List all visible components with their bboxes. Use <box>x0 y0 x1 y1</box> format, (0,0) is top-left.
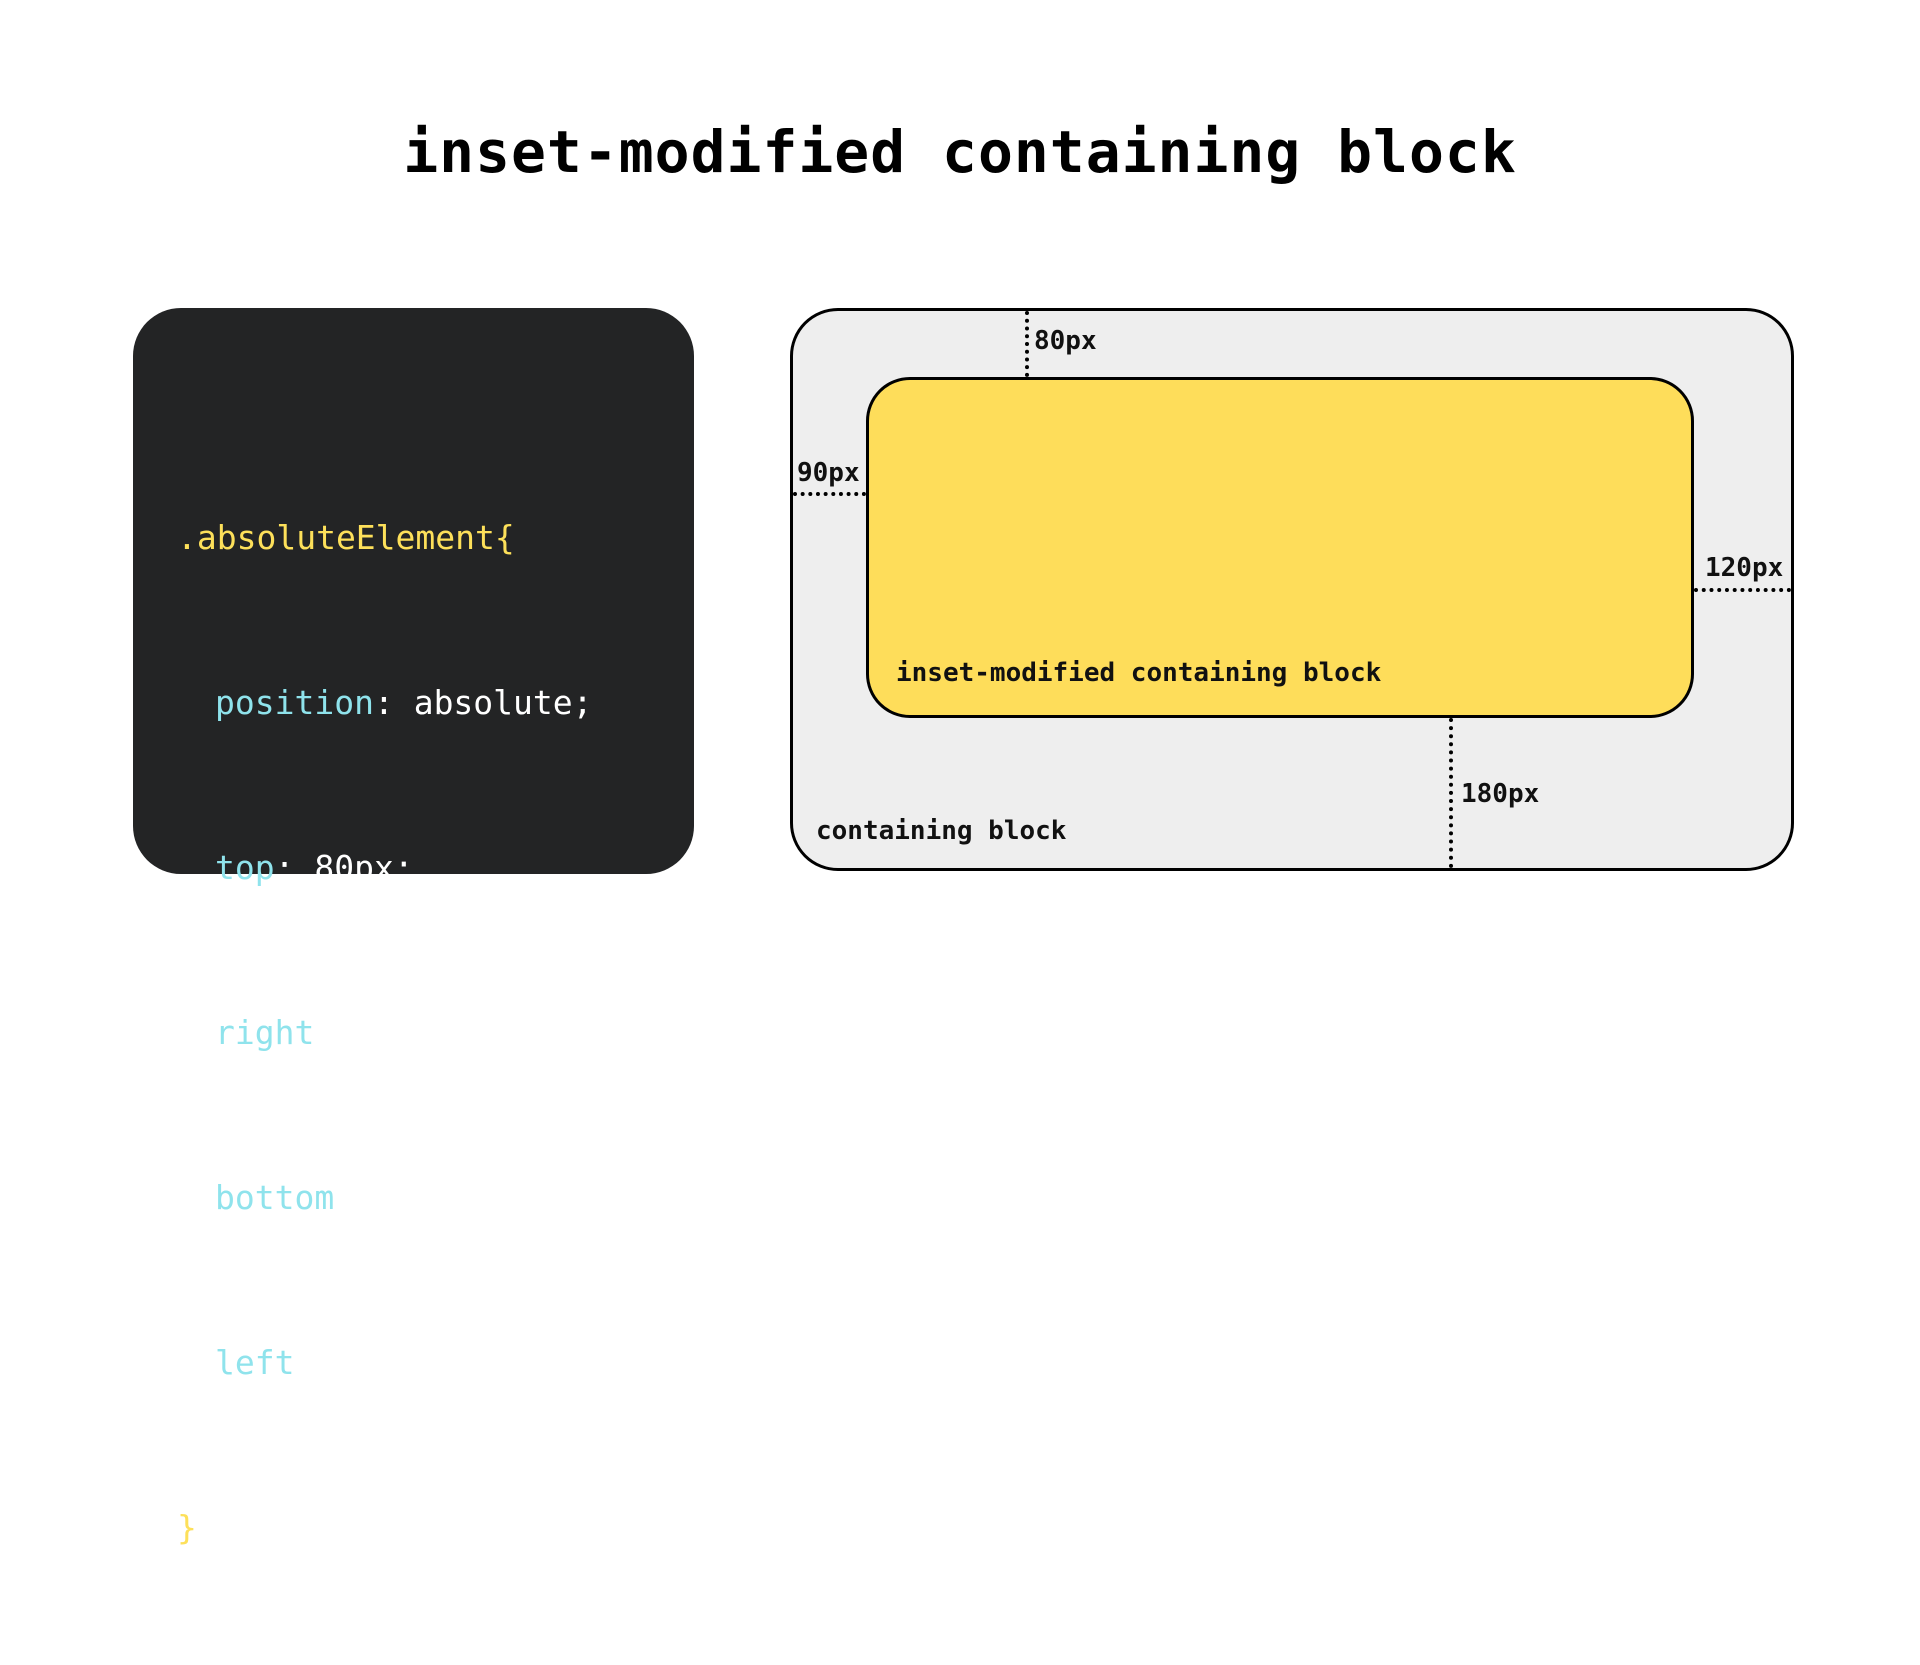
css-property: bottom <box>215 1178 335 1217</box>
code-line-top: top: 80px; <box>177 840 593 895</box>
bottom-inset-line <box>1449 718 1453 868</box>
code-line-right: right: 120px; <box>177 1005 593 1060</box>
inset-modified-containing-block <box>866 377 1694 718</box>
inner-box-label: inset-modified containing block <box>896 658 1382 688</box>
css-property: position <box>215 683 374 722</box>
css-value: 120px; <box>334 1013 474 1052</box>
right-inset-line <box>1694 588 1791 592</box>
code-line-left: left: 90px; <box>177 1335 593 1390</box>
code-block: .absoluteElement{ position: absolute; to… <box>177 400 593 1665</box>
css-property: left <box>215 1343 295 1382</box>
page-title: inset-modified containing block <box>403 118 1517 186</box>
top-inset-label: 80px <box>1034 326 1097 356</box>
code-line-selector: .absoluteElement{ <box>177 510 593 565</box>
close-brace: } <box>177 1508 197 1547</box>
code-panel: .absoluteElement{ position: absolute; to… <box>133 308 694 1547</box>
open-brace: { <box>494 518 515 557</box>
colon: : <box>274 848 295 887</box>
code-line-close: } <box>177 1500 593 1555</box>
css-value: 80px; <box>294 848 414 887</box>
css-selector: .absoluteElement <box>177 518 495 557</box>
outer-box-label: containing block <box>816 816 1067 846</box>
colon: : <box>334 1178 355 1217</box>
colon: : <box>294 1343 315 1382</box>
css-value: absolute; <box>393 683 593 722</box>
css-property: top <box>215 848 275 887</box>
colon: : <box>314 1013 335 1052</box>
left-inset-label: 90px <box>797 458 860 488</box>
bottom-inset-label: 180px <box>1461 779 1540 809</box>
colon: : <box>373 683 394 722</box>
css-property: right <box>215 1013 315 1052</box>
css-value: 90px; <box>314 1343 434 1382</box>
right-inset-label: 120px <box>1705 553 1784 583</box>
top-inset-line <box>1025 311 1029 377</box>
code-line-position: position: absolute; <box>177 675 593 730</box>
left-inset-line <box>793 492 866 496</box>
css-value: 180px; <box>354 1178 494 1217</box>
code-line-bottom: bottom: 180px; <box>177 1170 593 1225</box>
